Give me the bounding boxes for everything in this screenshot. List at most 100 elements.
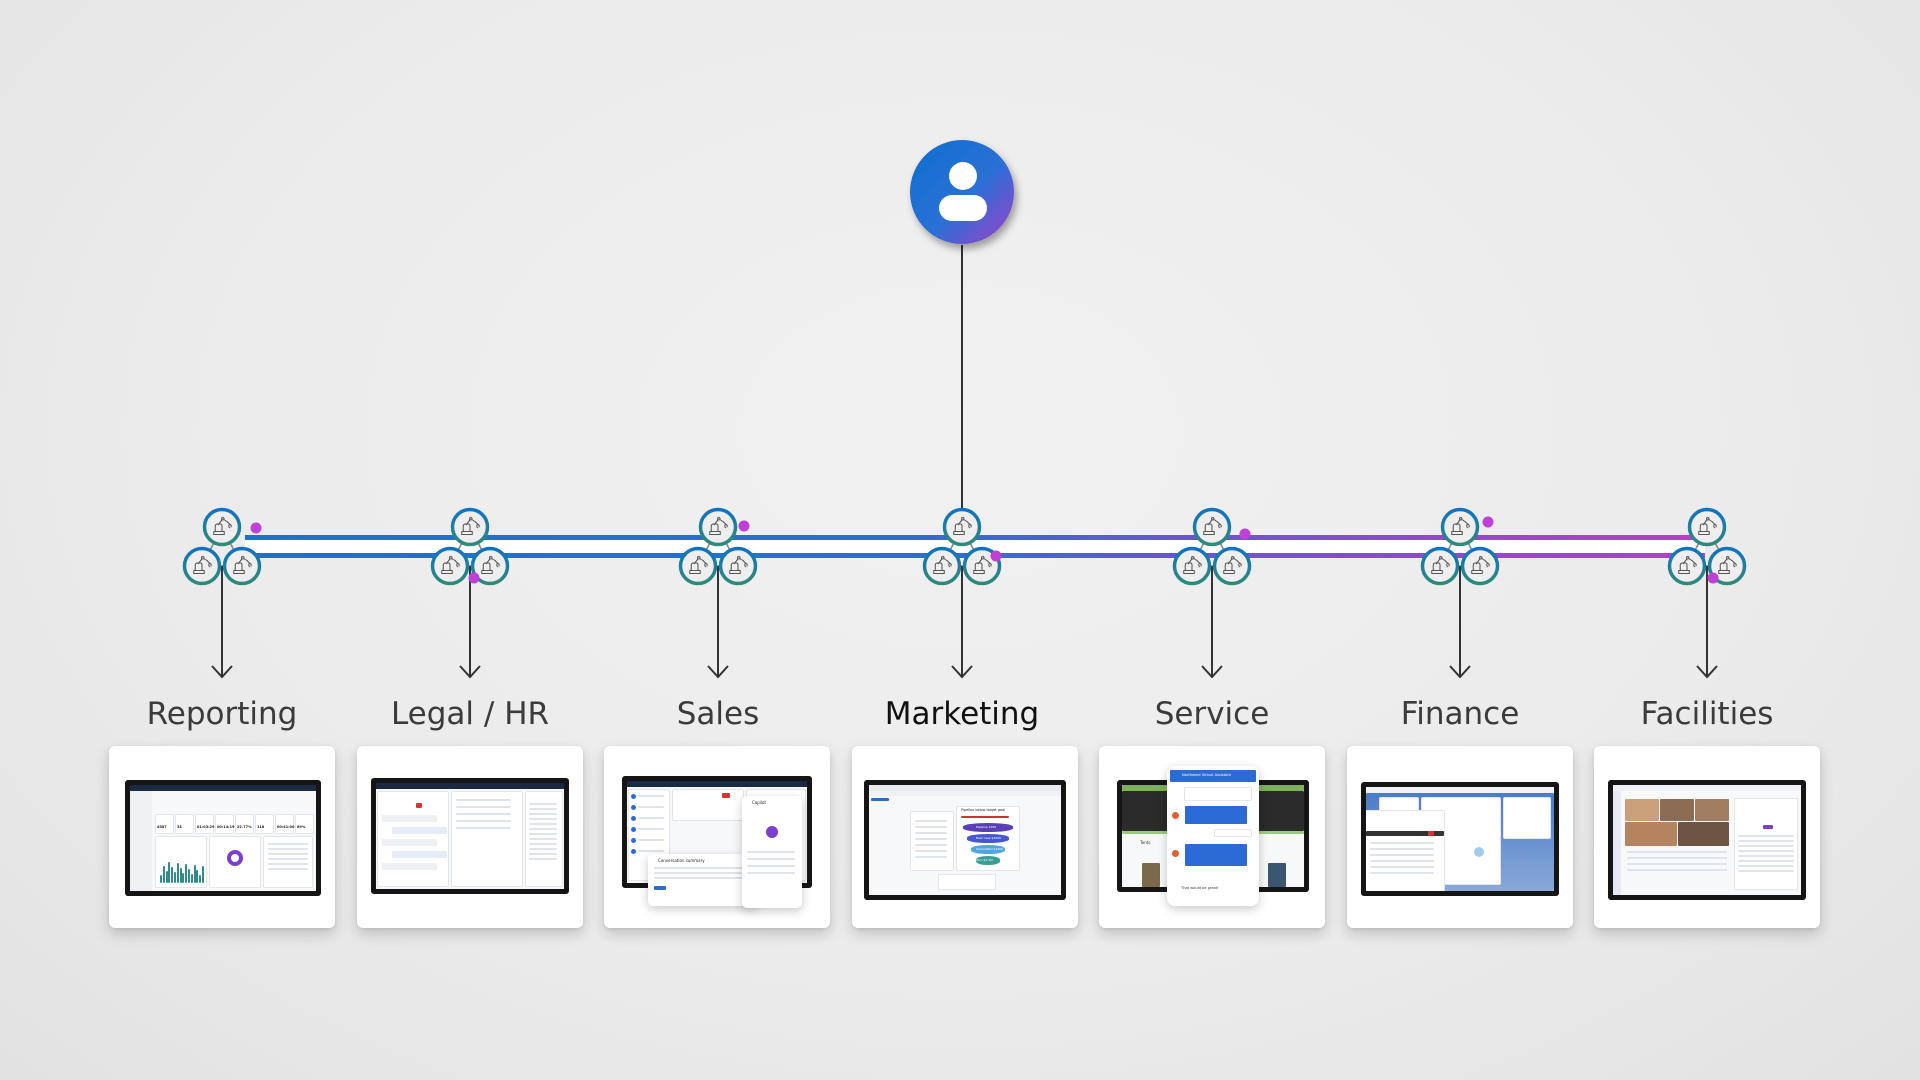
arrow-head-icon <box>1201 665 1223 679</box>
agent-node[interactable] <box>1707 546 1747 586</box>
agent-node[interactable] <box>450 507 490 547</box>
agent-node[interactable] <box>1667 546 1707 586</box>
thumb-element <box>216 815 233 833</box>
thumb-element <box>1613 785 1801 791</box>
thumb-element <box>392 827 447 834</box>
thumb-element <box>1172 812 1179 819</box>
agent-node[interactable] <box>1440 507 1480 547</box>
thumb-element <box>529 818 557 820</box>
thumb-element <box>529 858 557 860</box>
thumb-text: That would be great! <box>1181 886 1219 890</box>
accent-dot <box>1482 516 1494 528</box>
thumb-element <box>1738 840 1794 842</box>
thumb-element <box>1185 844 1247 866</box>
thumb-text: 22.77% <box>237 825 252 829</box>
avatar-circle[interactable] <box>910 140 1014 244</box>
thumb-element <box>179 868 182 883</box>
thumb-element <box>631 794 636 799</box>
thumb-element <box>961 816 1009 818</box>
thumb-element <box>1185 788 1251 800</box>
thumb-element <box>747 851 795 853</box>
thumb-element <box>236 815 253 833</box>
thumb-element <box>529 808 557 810</box>
accent-dot <box>738 520 750 532</box>
agent-node[interactable] <box>1460 546 1500 586</box>
thumb-element <box>915 820 947 822</box>
thumb-element <box>1763 825 1773 829</box>
thumb-element <box>638 817 664 819</box>
thumb-text: 00:41:00 <box>277 825 295 829</box>
agent-cluster-sales[interactable] <box>678 507 758 679</box>
agent-node[interactable] <box>470 546 510 586</box>
thumb-text: 01:03:29 <box>197 825 215 829</box>
thumb-element <box>638 850 664 852</box>
thumb-element <box>268 843 308 845</box>
thumb-element <box>1504 798 1550 838</box>
root-node[interactable] <box>910 140 1014 515</box>
agent-node[interactable] <box>222 546 262 586</box>
thumb-element <box>130 785 316 791</box>
agent-node[interactable] <box>1212 546 1252 586</box>
thumbnail-card-facilities[interactable] <box>1594 746 1820 928</box>
thumb-element: Conversation summary <box>648 854 758 906</box>
thumb-text: Tents <box>1140 840 1151 845</box>
thumb-text: Pipeline below target goal <box>961 808 1006 812</box>
thumb-text: Copilot <box>752 800 767 805</box>
thumb-element <box>268 868 308 870</box>
arrow-head-icon <box>951 665 973 679</box>
thumbnail-card-finance[interactable] <box>1347 746 1573 928</box>
agent-cluster-reporting[interactable] <box>182 507 262 679</box>
thumb-element <box>1366 787 1554 793</box>
agent-node[interactable] <box>718 546 758 586</box>
thumb-text: 35 <box>177 825 182 829</box>
thumb-element <box>188 869 190 883</box>
thumb-element <box>264 837 312 887</box>
agent-cluster-legal-hr[interactable] <box>430 507 510 679</box>
thumb-element <box>1268 863 1286 887</box>
agent-node[interactable] <box>182 546 222 586</box>
agent-node[interactable] <box>1687 507 1727 547</box>
thumb-text: Pipeline $350 <box>976 825 997 829</box>
thumb-element <box>869 785 1061 791</box>
thumb-element <box>382 815 437 822</box>
thumb-text: 89% <box>297 825 306 829</box>
agent-node[interactable] <box>1192 507 1232 547</box>
agent-node[interactable] <box>922 546 962 586</box>
agent-cluster-marketing[interactable] <box>922 507 1002 679</box>
thumb-element <box>185 864 188 883</box>
agent-node[interactable] <box>678 546 718 586</box>
service-console-screenshot <box>1361 782 1559 896</box>
thumbnail-card-legal-hr[interactable] <box>357 746 583 928</box>
thumb-element <box>529 853 557 855</box>
thumb-element <box>276 815 293 833</box>
arrow-head-icon <box>1449 665 1471 679</box>
agent-cluster-finance[interactable] <box>1420 507 1500 679</box>
thumb-element <box>638 806 664 808</box>
department-label: Finance <box>1400 696 1520 732</box>
agent-cluster-service[interactable] <box>1172 507 1252 679</box>
department-label: Sales <box>676 696 760 732</box>
thumb-element <box>871 798 889 801</box>
accent-dot <box>1707 572 1719 584</box>
agent-node[interactable] <box>1420 546 1460 586</box>
agent-node[interactable] <box>698 507 738 547</box>
thumb-element <box>654 886 666 890</box>
thumb-element <box>638 795 664 797</box>
thumb-element <box>1660 799 1694 821</box>
agent-node[interactable] <box>942 507 982 547</box>
agent-node[interactable] <box>1172 546 1212 586</box>
thumb-element <box>130 791 152 891</box>
thumb-element <box>1370 860 1434 862</box>
agent-node[interactable] <box>430 546 470 586</box>
thumbnail-card-sales[interactable]: Conversation summary Copilot <box>604 746 830 928</box>
department-label: Marketing <box>884 696 1040 732</box>
thumb-element <box>747 858 795 860</box>
agent-node[interactable] <box>202 507 242 547</box>
thumb-element <box>1738 865 1794 867</box>
agent-cluster-facilities[interactable] <box>1667 507 1747 679</box>
thumb-text: 118 <box>257 825 265 829</box>
thumb-element <box>638 828 664 830</box>
